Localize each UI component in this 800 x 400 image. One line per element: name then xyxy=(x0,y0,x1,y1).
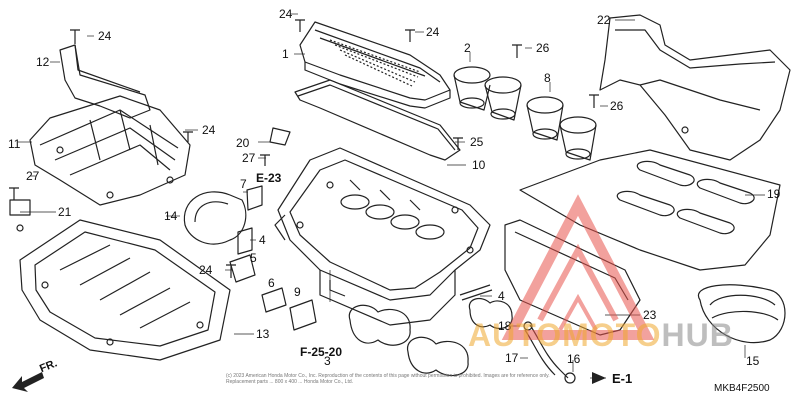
callout-25: 25 xyxy=(470,135,484,149)
callout-24-bottom: 24 xyxy=(199,263,213,277)
watermark-automoto: AUTOMOTO xyxy=(468,317,662,353)
callout-24-upper-left: 24 xyxy=(98,29,112,43)
fasteners xyxy=(9,19,599,278)
callout-7: 7 xyxy=(240,177,247,191)
part-22-shroud xyxy=(599,14,791,161)
callout-3: 3 xyxy=(324,354,331,368)
part-10-gasket xyxy=(294,79,461,161)
callout-21: 21 xyxy=(58,205,72,219)
callout-26-upper: 26 xyxy=(536,41,550,55)
copyright-line-1: (c) 2023 American Honda Motor Co., Inc. … xyxy=(226,373,550,379)
callout-23: 23 xyxy=(643,308,657,322)
automotohub-watermark-text: AUTOMOTOHUB xyxy=(468,318,734,352)
callout-18: 18 xyxy=(498,319,512,333)
e1-reference-arrow-icon xyxy=(592,372,606,384)
callout-4-left: 4 xyxy=(259,233,266,247)
callout-12: 12 xyxy=(36,55,50,69)
callout-9: 9 xyxy=(294,285,301,299)
callout-15: 15 xyxy=(746,354,760,368)
part-8-funnel xyxy=(526,96,597,161)
copyright-line-2: Replacement parts ... 800 x 400 ... Hond… xyxy=(226,379,354,385)
callout-27-left: 27 xyxy=(26,169,40,183)
ref-f2520: F-25-20 xyxy=(300,345,343,359)
callout-8: 8 xyxy=(544,71,551,85)
callout-19: 19 xyxy=(767,187,781,201)
callout-1: 1 xyxy=(282,47,289,61)
automotohub-watermark-logo xyxy=(501,194,655,340)
part-13-lower-case xyxy=(19,219,231,361)
ref-e23: E-23 xyxy=(256,171,282,185)
callout-20: 20 xyxy=(236,136,250,150)
callout-11: 11 xyxy=(8,137,21,151)
lower-gaskets xyxy=(348,297,513,377)
callout-6: 6 xyxy=(268,276,275,290)
part-12-bracket xyxy=(59,44,151,119)
part-16-clip xyxy=(564,372,576,384)
callout-4-right: 4 xyxy=(498,289,505,303)
callout-2: 2 xyxy=(464,41,471,55)
part-5-part-6-part-7-part-9-small-parts xyxy=(229,185,493,331)
callout-27-center: 27 xyxy=(242,151,256,165)
callout-13: 13 xyxy=(256,327,270,341)
part-1-air-cleaner-cover xyxy=(299,21,451,109)
front-direction-arrow-icon xyxy=(12,372,44,392)
part-15-hose xyxy=(697,284,786,344)
copyright-notice: (c) 2023 American Honda Motor Co., Inc. … xyxy=(226,373,621,385)
callout-24-right: 24 xyxy=(426,25,440,39)
part-19-plate xyxy=(519,149,781,271)
callout-26-lower: 26 xyxy=(610,99,624,113)
part-2-funnel xyxy=(453,66,522,121)
callout-16: 16 xyxy=(567,352,581,366)
diagram-part-code: MKB4F2500 xyxy=(714,383,770,394)
callout-17: 17 xyxy=(505,351,519,365)
part-11-cover xyxy=(29,95,191,206)
callout-14: 14 xyxy=(164,209,178,223)
part-3-air-cleaner-case xyxy=(274,147,491,326)
callout-22: 22 xyxy=(597,13,611,27)
ref-e1: E-1 xyxy=(612,371,633,386)
callout-24-mid-left: 24 xyxy=(202,123,216,137)
callout-5: 5 xyxy=(250,251,257,265)
watermark-hub: HUB xyxy=(661,317,734,353)
callout-10: 10 xyxy=(472,158,486,172)
callout-24-top: 24 xyxy=(279,7,293,21)
part-14-duct xyxy=(183,191,247,245)
